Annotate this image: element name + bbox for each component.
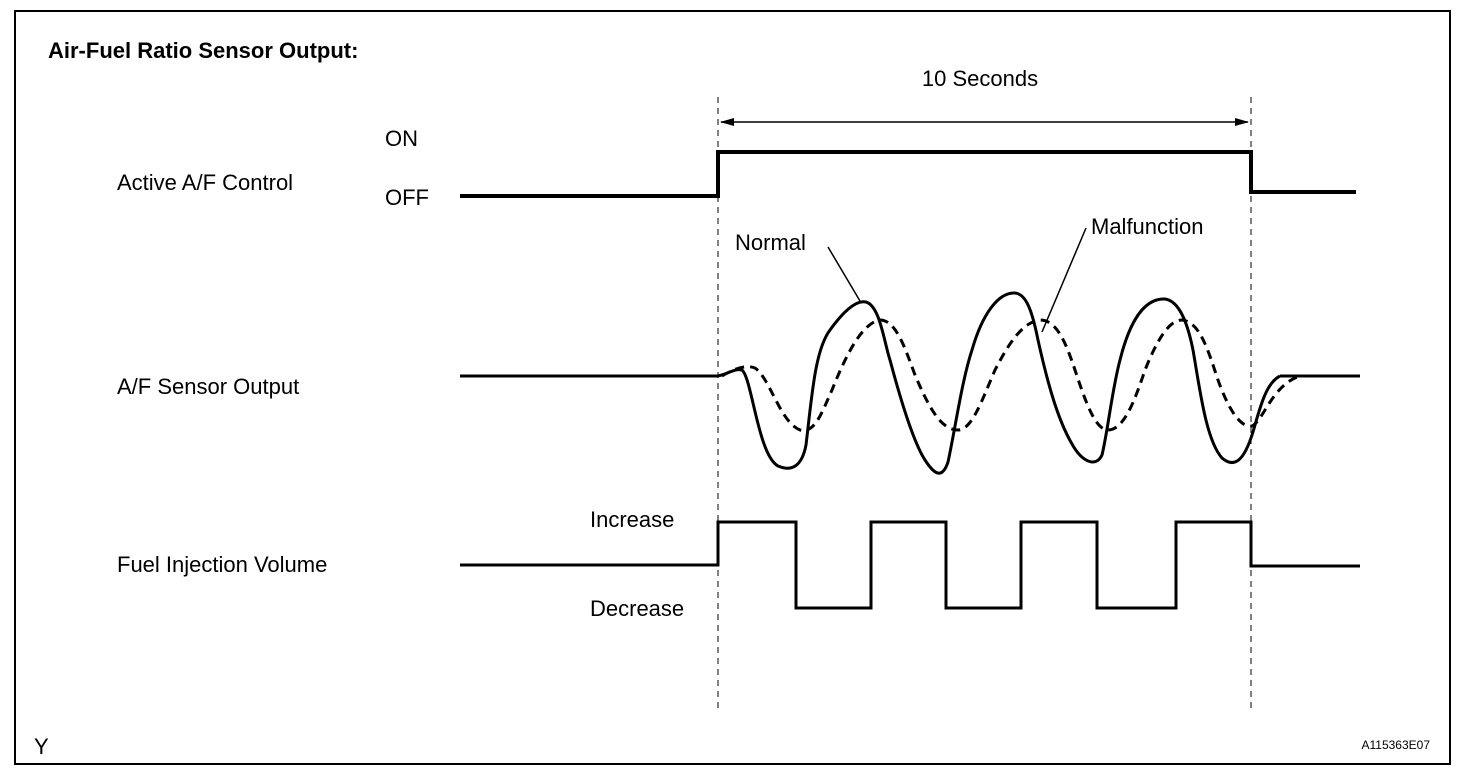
fuel-injection-volume-label: Fuel Injection Volume — [117, 552, 327, 577]
diagram-title: Air-Fuel Ratio Sensor Output: — [48, 38, 358, 63]
duration-label: 10 Seconds — [922, 66, 1038, 91]
malfunction-waveform — [721, 318, 1301, 432]
on-label: ON — [385, 126, 418, 151]
normal-leader-line — [827, 246, 861, 302]
off-label: OFF — [385, 185, 429, 210]
increase-label: Increase — [590, 507, 674, 532]
diagram-frame — [14, 10, 1451, 765]
malfunction-label: Malfunction — [1091, 214, 1204, 239]
corner-mark: Y — [34, 734, 49, 759]
normal-label: Normal — [735, 230, 806, 255]
malfunction-leader-line — [1041, 227, 1087, 333]
figure-code: A115363E07 — [1361, 738, 1430, 752]
active-af-control-waveform — [460, 150, 1356, 198]
af-sensor-output-label: A/F Sensor Output — [117, 374, 299, 399]
active-af-control-label: Active A/F Control — [117, 170, 293, 195]
decrease-label: Decrease — [590, 596, 684, 621]
normal-waveform — [717, 291, 1281, 475]
fuel-injection-waveform — [460, 520, 1360, 610]
